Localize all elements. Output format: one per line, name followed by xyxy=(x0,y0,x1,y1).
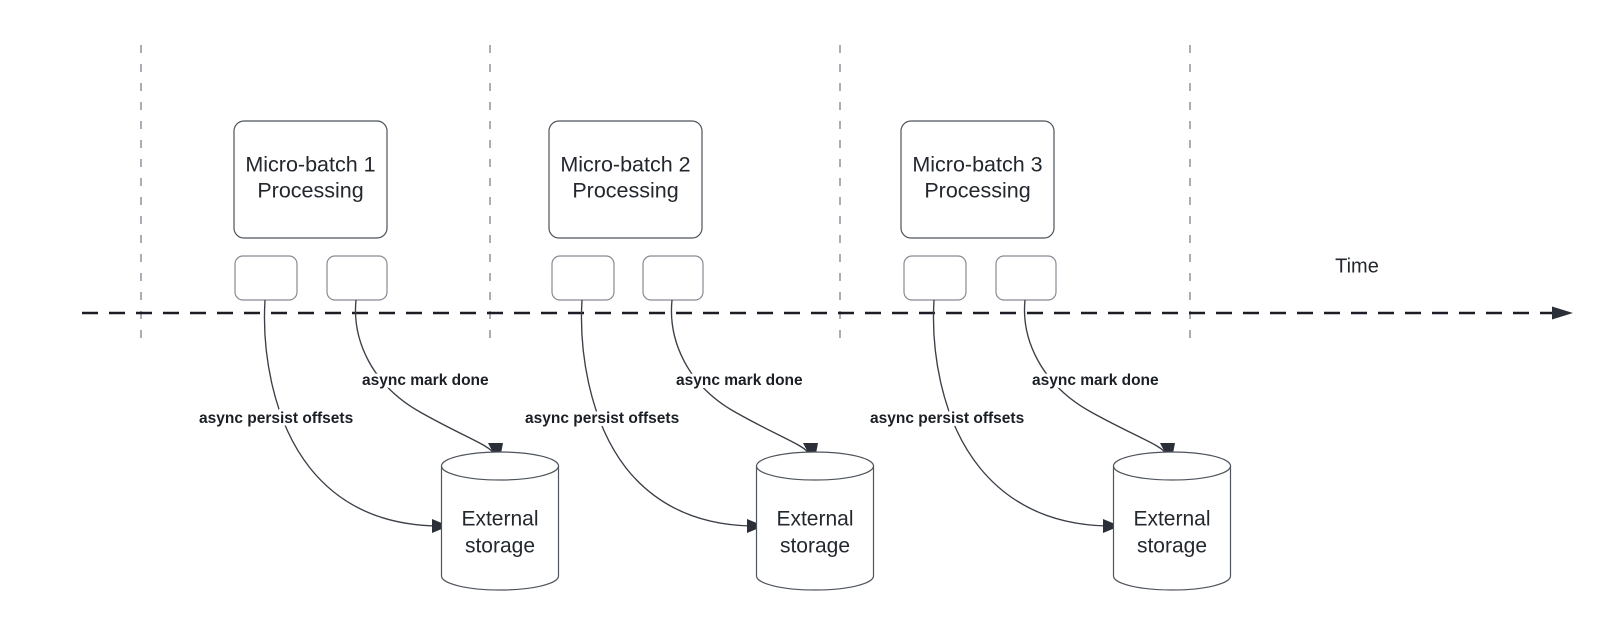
async-persist-offsets-curve-1 xyxy=(263,299,437,527)
async-persist-offsets-arrow-icon-3 xyxy=(1103,519,1120,533)
external-storage-top-3 xyxy=(1112,451,1232,481)
async-persist-offsets-curve-2 xyxy=(580,299,752,527)
time-axis-label: Time xyxy=(1335,255,1379,277)
async-persist-offsets-label-1: async persist offsets xyxy=(199,410,353,427)
micro-batch-2-label-line1: Micro-batch 2 xyxy=(560,153,690,177)
async-persist-offsets-label-bg-3: async persist offsets xyxy=(870,410,1024,427)
micro-batch-1-box[interactable] xyxy=(233,120,388,239)
external-storage-label-line2-3: storage xyxy=(1137,535,1207,558)
time-axis-arrow-icon xyxy=(1552,306,1573,320)
micro-batch-3-box[interactable] xyxy=(900,120,1055,239)
time-axis: Time xyxy=(82,255,1573,320)
external-storage-body-3 xyxy=(1112,465,1232,591)
external-storage-cylinder-3[interactable]: External storage xyxy=(1112,451,1232,591)
external-storage-cylinder-1[interactable]: External storage xyxy=(440,451,560,591)
external-storage-label-line1-2: External xyxy=(776,508,853,531)
async-mark-done-label-bg-1: async mark done xyxy=(362,372,489,389)
external-storage-label-line2-2: storage xyxy=(780,535,850,558)
micro-batch-3-label-line1: Micro-batch 3 xyxy=(912,153,1042,177)
external-storage-top-1 xyxy=(440,451,560,481)
micro-batch-1-label-line2: Processing xyxy=(257,179,363,203)
async-mark-done-label-1: async mark done xyxy=(362,372,489,389)
mark-done-task-box-3[interactable] xyxy=(995,255,1057,301)
external-storage-label-line1-3: External xyxy=(1133,508,1210,531)
async-mark-done-curve-3 xyxy=(1023,299,1168,456)
async-persist-offsets-curve-3 xyxy=(932,299,1108,527)
micro-batch-group-1: Micro-batch 1 Processing External storag… xyxy=(196,120,560,591)
timeline-tick-group xyxy=(140,45,1191,345)
async-persist-offsets-arrow-icon-2 xyxy=(747,519,764,533)
async-persist-offsets-label-3: async persist offsets xyxy=(870,410,1024,427)
mark-done-task-box-2[interactable] xyxy=(642,255,704,301)
micro-batch-1-label-line1: Micro-batch 1 xyxy=(245,153,375,177)
async-mark-done-label-bg-2: async mark done xyxy=(676,372,803,389)
async-persist-offsets-arrow-icon-1 xyxy=(432,519,449,533)
persist-offsets-task-box-1[interactable] xyxy=(234,255,298,301)
micro-batch-group-2: Micro-batch 2 Processing External storag… xyxy=(522,120,875,591)
mark-done-task-box-1[interactable] xyxy=(326,255,388,301)
micro-batch-2-label-line2: Processing xyxy=(572,179,678,203)
async-persist-offsets-label-2: async persist offsets xyxy=(525,410,679,427)
async-mark-done-curve-1 xyxy=(354,299,496,456)
external-storage-top-2 xyxy=(755,451,875,481)
persist-offsets-task-box-3[interactable] xyxy=(903,255,967,301)
external-storage-body-2 xyxy=(755,465,875,591)
external-storage-cylinder-2[interactable]: External storage xyxy=(755,451,875,591)
micro-batch-2-box[interactable] xyxy=(548,120,703,239)
async-mark-done-label-2: async mark done xyxy=(676,372,803,389)
persist-offsets-task-box-2[interactable] xyxy=(551,255,615,301)
external-storage-body-1 xyxy=(440,465,560,591)
micro-batch-3-label-line2: Processing xyxy=(924,179,1030,203)
micro-batch-group-3: Micro-batch 3 Processing External storag… xyxy=(867,120,1232,591)
async-persist-offsets-label-bg-2: async persist offsets xyxy=(525,410,679,427)
async-mark-done-label-bg-3: async mark done xyxy=(1032,372,1159,389)
async-mark-done-label-3: async mark done xyxy=(1032,372,1159,389)
external-storage-label-line1-1: External xyxy=(461,508,538,531)
async-persist-offsets-label-bg-1: async persist offsets xyxy=(199,410,353,427)
async-mark-done-curve-2 xyxy=(670,299,811,456)
external-storage-label-line2-1: storage xyxy=(465,535,535,558)
